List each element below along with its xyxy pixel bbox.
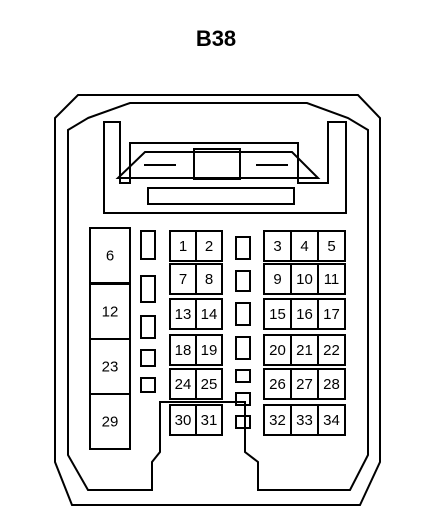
pin-label: 12 [102, 304, 119, 321]
pin-cavity [317, 334, 346, 366]
key-slot [140, 275, 156, 303]
pin-label: 30 [175, 412, 192, 429]
connector-title: B38 [195, 26, 237, 51]
pin-label: 4 [300, 238, 308, 255]
pin-label: 11 [324, 271, 340, 288]
pin-label: 2 [205, 238, 213, 255]
pin-cavity [317, 368, 346, 400]
pin-label: 29 [102, 414, 119, 431]
pin-label: 31 [201, 412, 218, 429]
key-slot [140, 349, 156, 367]
latch-center-tab [193, 148, 241, 180]
pin-label: 20 [269, 342, 286, 359]
key-slot [235, 415, 251, 429]
pin-cavity [317, 230, 346, 262]
latch-slot [147, 187, 295, 205]
pin-label: 8 [205, 271, 213, 288]
pin-label: 9 [273, 271, 281, 288]
pin-label: 3 [273, 238, 281, 255]
pin-label: 1 [179, 238, 187, 255]
pin-label: 34 [323, 412, 340, 429]
pin-label: 14 [201, 306, 218, 323]
key-slot [140, 377, 156, 393]
pin-label: 25 [201, 376, 218, 393]
pin-cavity [317, 298, 346, 330]
housing-outline [54, 94, 381, 506]
pin-label: 21 [296, 342, 313, 359]
pin-cavity [195, 298, 223, 330]
latch-inner [115, 151, 321, 179]
key-slot [235, 369, 251, 383]
pin-cavity [89, 393, 131, 450]
pin-label: 26 [269, 376, 286, 393]
pin-label: 22 [323, 342, 340, 359]
pin-label: 15 [269, 306, 286, 323]
pin-label: 7 [179, 271, 187, 288]
key-slot [235, 392, 251, 406]
pin-cavity [317, 404, 346, 436]
pin-label: 6 [106, 248, 114, 265]
latch-outline [103, 121, 347, 214]
key-slot [235, 336, 251, 360]
key-slot [235, 236, 251, 260]
pin-label: 24 [175, 376, 192, 393]
key-slot [235, 270, 251, 292]
pin-label: 5 [327, 238, 335, 255]
pin-cavity [195, 230, 223, 262]
pin-label: 13 [175, 306, 192, 323]
pin-label: 27 [296, 376, 313, 393]
pin-cavity [195, 334, 223, 366]
key-slot [140, 230, 156, 260]
pin-label: 17 [323, 306, 340, 323]
pin-label: 23 [102, 359, 119, 376]
pin-label: 18 [175, 342, 192, 359]
pin-label: 10 [296, 271, 313, 288]
key-slot [140, 315, 156, 339]
pin-label: 28 [323, 376, 340, 393]
housing-inner [67, 102, 369, 491]
pin-cavity [195, 404, 223, 436]
pin-cavity [317, 263, 346, 295]
pin-label: 33 [296, 412, 313, 429]
key-slot [235, 302, 251, 326]
pin-label: 19 [201, 342, 218, 359]
pin-label: 32 [269, 412, 286, 429]
pin-cavity [195, 368, 223, 400]
pin-cavity [195, 263, 223, 295]
pin-label: 16 [296, 306, 313, 323]
